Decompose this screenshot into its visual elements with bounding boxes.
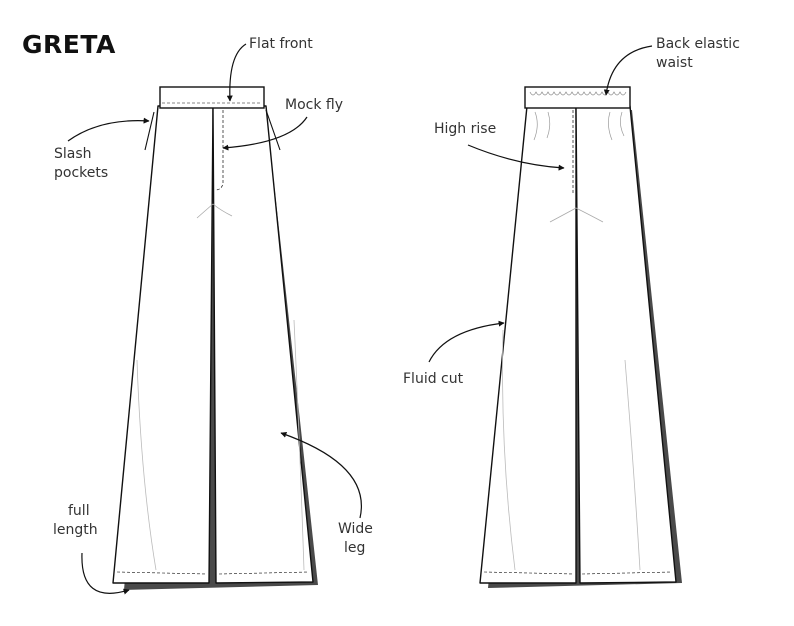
back-seat-fold (549, 207, 604, 223)
arrow-full-length (81, 552, 130, 595)
back-fold-line-right (624, 359, 641, 571)
front-waistband (159, 86, 265, 109)
arrow-flat-front (226, 43, 247, 102)
front-right-leg (212, 105, 314, 584)
front-crotch-fold (196, 203, 233, 219)
label-back-elastic-waist-line2: waist (656, 55, 693, 71)
back-pants-drawing (479, 86, 682, 588)
front-pants-drawing (112, 86, 318, 590)
pattern-title: GRETA (22, 30, 116, 59)
label-high-rise: High rise (434, 121, 497, 137)
back-hip-gathers (533, 111, 625, 141)
front-fold-line-right (293, 319, 305, 571)
back-elastic-gathers (529, 91, 627, 96)
front-pocket-left (144, 111, 155, 151)
arrow-wide-leg (280, 431, 362, 519)
label-wide-leg-line1: Wide (338, 521, 373, 537)
label-wide-leg-line2: leg (344, 540, 366, 556)
back-hem-stitch (483, 571, 673, 575)
back-right-leg (575, 105, 677, 584)
back-fold-line-left (502, 329, 516, 571)
arrow-slash-pockets (67, 117, 150, 142)
arrow-fluid-cut (428, 320, 505, 363)
label-full-length-line1: full (68, 503, 90, 519)
annotation-arrows (67, 43, 653, 595)
back-waistband (524, 86, 631, 109)
back-left-leg (479, 105, 577, 584)
label-slash-pockets-line2: pockets (54, 165, 109, 181)
label-back-elastic-waist-line1: Back elastic (656, 36, 740, 52)
arrow-back-elastic-waist (603, 45, 653, 96)
label-slash-pockets-line1: Slash (54, 146, 92, 162)
label-flat-front: Flat front (249, 36, 313, 52)
label-fluid-cut: Fluid cut (403, 371, 464, 387)
front-hem-stitch (116, 571, 310, 575)
front-pocket-right (265, 109, 281, 151)
front-left-leg (112, 105, 214, 584)
arrow-mock-fly (222, 116, 308, 151)
label-mock-fly: Mock fly (285, 97, 344, 113)
arrow-high-rise (467, 144, 565, 171)
label-full-length-line2: length (53, 522, 98, 538)
front-fold-line-left (136, 359, 157, 571)
